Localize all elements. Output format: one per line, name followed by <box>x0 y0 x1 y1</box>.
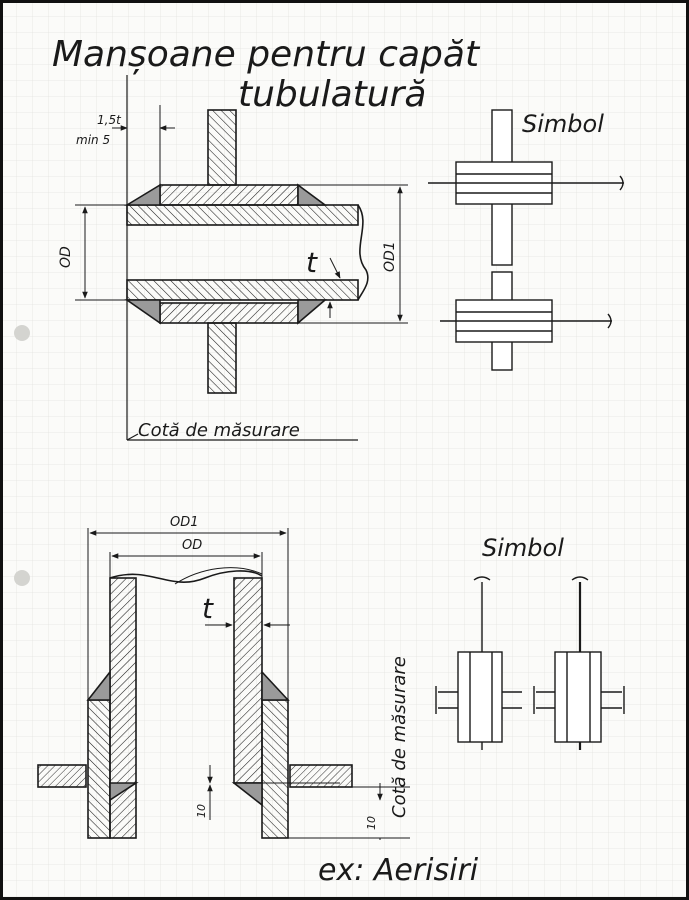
bottom-measure-label: Cotă de măsurare <box>389 656 410 818</box>
punch-hole-top <box>14 325 30 341</box>
bottom-dim-outer-diameter: OD1 <box>170 515 199 530</box>
dim-gap-min-label: min 5 <box>76 133 110 147</box>
top-sleeve-drawing <box>124 75 369 440</box>
dim-outer-diameter-label: OD1 <box>382 241 398 272</box>
bottom-sleeve-drawing <box>37 567 353 839</box>
title-line-1: Manșoane pentru capăt <box>52 34 481 75</box>
bottom-dim-height-b: 10 <box>365 816 378 830</box>
top-dimension-lines <box>75 125 408 324</box>
top-symbol-label: Simbol <box>522 110 604 138</box>
bottom-dim-inner-diameter: OD <box>182 538 202 553</box>
top-symbol-graphic <box>428 109 624 371</box>
punch-hole-bottom <box>14 570 30 586</box>
dim-inner-diameter-label: OD <box>58 246 74 268</box>
top-measure-label: Cotă de măsurare <box>138 420 300 441</box>
bottom-symbol-graphic <box>435 576 625 750</box>
dim-gap-label: 1,5t <box>97 113 122 127</box>
bottom-dim-thickness: t <box>202 592 214 625</box>
bottom-dimension-lines <box>87 528 410 840</box>
bottom-symbol-label: Simbol <box>482 534 564 562</box>
bottom-dim-height-a: 10 <box>195 804 208 818</box>
title-line-2: tubulatură <box>238 74 426 115</box>
example-text: ex: Aerisiri <box>318 853 479 888</box>
dim-thickness-label: t <box>306 246 318 279</box>
top-measure-callout: Cotă de măsurare <box>126 420 358 441</box>
